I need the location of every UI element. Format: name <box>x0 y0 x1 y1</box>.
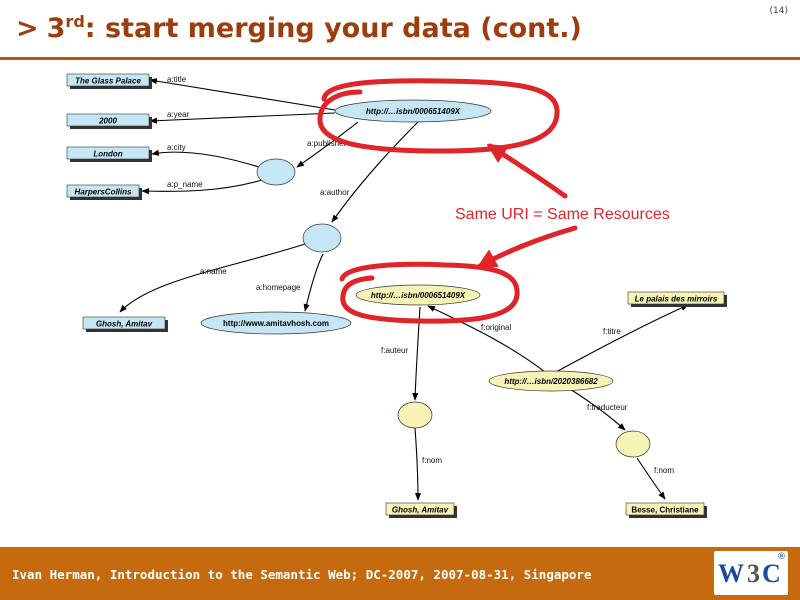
node-isbn-fr-label: http://…isbn/2020386682 <box>504 377 598 386</box>
same-uri-note: Same URI = Same Resources <box>455 206 670 223</box>
footer-text: Ivan Herman, Introduction to the Semanti… <box>12 567 592 582</box>
title-divider <box>0 57 800 60</box>
node-auteur-blank <box>397 401 433 429</box>
edge-label-publisher: a:publisher <box>307 139 346 148</box>
title-ordinal: rd <box>65 12 85 31</box>
footer-bar: Ivan Herman, Introduction to the Semanti… <box>0 547 800 600</box>
w3c-logo-3: 3 <box>747 559 760 588</box>
node-titre <box>627 291 725 305</box>
node-isbn-b-label: http://…isbn/000651409X <box>371 291 466 300</box>
edge-label-name: a:name <box>200 267 227 276</box>
edge-year <box>149 112 336 124</box>
title-number: 3 <box>46 13 66 44</box>
edge-label-pname: a:p_name <box>167 180 203 189</box>
node-city-label: London <box>93 150 122 159</box>
edge-nom1 <box>414 427 422 501</box>
edge-titre <box>555 304 689 373</box>
node-name-label: Ghosh, Amitav <box>96 320 153 329</box>
node-homepage <box>200 311 352 335</box>
node-isbn-a <box>334 99 492 123</box>
edge-label-nom1: f:nom <box>422 456 442 465</box>
edge-nom2 <box>636 457 666 500</box>
literal-nodes-english: The Glass Palace 2000 London HarpersColl… <box>66 73 168 332</box>
node-homepage-label: http://www.amitavhosh.com <box>223 319 329 328</box>
node-name <box>82 316 166 330</box>
title-prefix: > <box>16 13 39 44</box>
edge-title <box>149 78 336 111</box>
node-nom-ghosh-label: Ghosh, Amitav <box>392 506 449 515</box>
slide-title: >3rd: start merging your data (cont.) <box>16 12 582 44</box>
node-nom-besse-label: Besse, Christiane <box>631 506 699 515</box>
edge-label-original: f:original <box>481 323 511 332</box>
edge-label-author: a:author <box>320 188 350 197</box>
edge-pname <box>141 179 263 195</box>
title-rest: : start merging your data (cont.) <box>84 13 582 44</box>
node-publisher <box>66 184 140 198</box>
edge-label-homepage: a:homepage <box>256 283 301 292</box>
highlight-arrow-top <box>486 143 568 199</box>
edge-author <box>331 121 419 223</box>
edge-label-year: a:year <box>167 110 190 119</box>
edge-auteur <box>412 306 421 401</box>
node-nom-besse <box>625 502 705 516</box>
same-uri-annotation <box>317 78 578 324</box>
w3c-logo-w: W <box>718 559 744 588</box>
node-nom-ghosh <box>385 502 455 516</box>
rdf-graph-diagram: a:title a:year a:publisher a:city a:p_na… <box>66 73 727 518</box>
edge-name <box>119 243 306 313</box>
node-year-label: 2000 <box>98 117 117 126</box>
node-isbn-b <box>355 284 481 306</box>
node-author-blank <box>302 223 342 253</box>
edge-traducteur <box>569 388 626 431</box>
node-publisher-blank <box>256 158 296 186</box>
resource-nodes-english: http://…isbn/000651409X http://www.amita… <box>200 99 492 335</box>
node-title-label: The Glass Palace <box>75 77 141 86</box>
edge-original <box>427 305 546 373</box>
resource-nodes-french: http://…isbn/000651409X http://…isbn/202… <box>355 284 727 518</box>
edge-publisher <box>296 121 359 168</box>
graph-edges <box>119 78 689 501</box>
highlight-arrow-bottom <box>476 225 578 269</box>
edge-labels: a:title a:year a:publisher a:city a:p_na… <box>167 75 674 475</box>
node-title <box>66 73 150 87</box>
node-titre-label: Le palais des mirroirs <box>635 295 718 304</box>
node-year <box>66 113 150 127</box>
slide-number: (14) <box>769 6 788 16</box>
edge-label-titre: f:titre <box>603 327 621 336</box>
highlight-circle-top <box>317 78 560 154</box>
edge-label-auteur: f:auteur <box>381 346 408 355</box>
edge-label-city: a:city <box>167 143 186 152</box>
node-traducteur-blank <box>615 430 651 458</box>
highlight-circle-bottom <box>339 261 520 324</box>
node-city <box>66 146 150 160</box>
edge-label-traducteur: f:traducteur <box>587 403 628 412</box>
edge-label-title: a:title <box>167 75 187 84</box>
node-isbn-fr <box>488 370 614 392</box>
w3c-registered-mark: ® <box>777 552 786 562</box>
edge-city <box>151 149 260 168</box>
edge-label-nom2: f:nom <box>654 466 674 475</box>
edge-homepage <box>303 253 324 312</box>
node-publisher-label: HarpersCollins <box>75 188 132 197</box>
w3c-logo-c: C <box>762 559 781 588</box>
node-isbn-a-label: http://…isbn/000651409X <box>366 107 461 116</box>
